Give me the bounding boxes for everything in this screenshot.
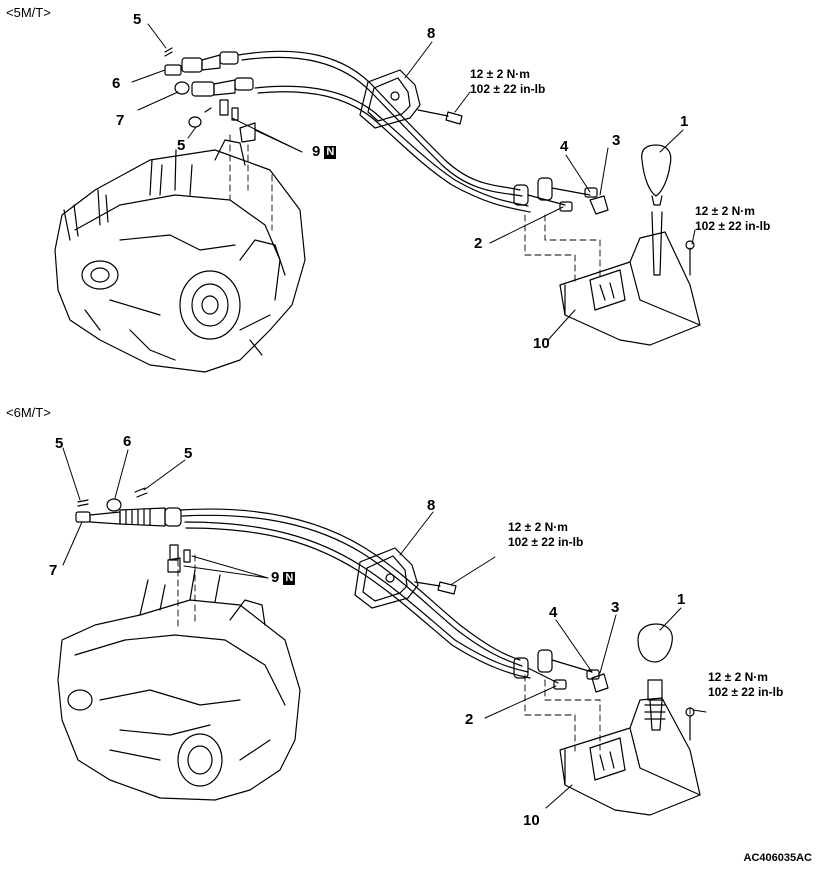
lever-cable-ends-5mt bbox=[513, 177, 609, 215]
torque-inlb-bracket-6mt: 102 ± 22 in-lb bbox=[508, 535, 584, 549]
torque-nm-lever-5mt: 12 ± 2 N·m bbox=[695, 204, 755, 218]
section-6mt-artwork bbox=[57, 487, 701, 816]
cable-ends-5mt bbox=[164, 47, 256, 143]
callout-8-5mt: 8 bbox=[427, 25, 436, 42]
callout-4-6mt: 4 bbox=[549, 604, 558, 621]
callout-6-5mt: 6 bbox=[112, 75, 121, 92]
transmission-5mt bbox=[54, 139, 306, 373]
callout-1-6mt: 1 bbox=[677, 591, 686, 608]
callout-7-5mt: 7 bbox=[116, 112, 125, 129]
callout-5-right-6mt: 5 bbox=[184, 445, 193, 462]
torque-nm-bracket-5mt: 12 ± 2 N·m bbox=[470, 67, 530, 81]
shift-cables-5mt bbox=[237, 50, 531, 213]
callout-5-upper-5mt: 5 bbox=[133, 11, 142, 28]
callout-9-number-5mt: 9 bbox=[312, 143, 321, 160]
callout-2-6mt: 2 bbox=[465, 711, 474, 728]
transmission-6mt bbox=[57, 569, 301, 801]
torque-spec-lever-6mt: 12 ± 2 N·m 102 ± 22 in-lb bbox=[708, 670, 783, 700]
section-title-6mt: <6M/T> bbox=[6, 405, 51, 420]
torque-inlb-lever-6mt: 102 ± 22 in-lb bbox=[708, 685, 784, 699]
callout-5-left-6mt: 5 bbox=[55, 435, 64, 452]
cable-ends-6mt bbox=[75, 487, 191, 573]
callout-8-6mt: 8 bbox=[427, 497, 436, 514]
callout-4-5mt: 4 bbox=[560, 138, 569, 155]
torque-spec-bracket-6mt: 12 ± 2 N·m 102 ± 22 in-lb bbox=[508, 520, 583, 550]
leader-lines bbox=[62, 23, 707, 809]
section-title-5mt: <5M/T> bbox=[6, 5, 51, 20]
lever-cable-ends-6mt bbox=[513, 649, 609, 693]
torque-nm-bracket-6mt: 12 ± 2 N·m bbox=[508, 520, 568, 534]
callout-1-5mt: 1 bbox=[680, 113, 689, 130]
torque-inlb-lever-5mt: 102 ± 22 in-lb bbox=[695, 219, 771, 233]
guide-lines-5mt bbox=[229, 134, 691, 286]
figure-code: AC406035AC bbox=[743, 852, 812, 864]
torque-spec-lever-5mt: 12 ± 2 N·m 102 ± 22 in-lb bbox=[695, 204, 770, 234]
n-mark-6mt: N bbox=[283, 572, 296, 585]
callout-10-5mt: 10 bbox=[533, 335, 550, 352]
torque-spec-bracket-5mt: 12 ± 2 N·m 102 ± 22 in-lb bbox=[470, 67, 545, 97]
callout-9-number-6mt: 9 bbox=[271, 569, 280, 586]
callout-10-6mt: 10 bbox=[523, 812, 540, 829]
guide-lines-6mt bbox=[177, 549, 691, 756]
torque-nm-lever-6mt: 12 ± 2 N·m bbox=[708, 670, 768, 684]
shift-lever-5mt bbox=[559, 144, 701, 346]
callout-7-6mt: 7 bbox=[49, 562, 58, 579]
cable-bracket-5mt bbox=[359, 69, 463, 129]
callout-3-6mt: 3 bbox=[611, 599, 620, 616]
callout-6-6mt: 6 bbox=[123, 433, 132, 450]
section-5mt-artwork bbox=[54, 47, 701, 373]
cable-bracket-6mt bbox=[354, 547, 457, 609]
callout-5-lower-5mt: 5 bbox=[177, 137, 186, 154]
callout-3-5mt: 3 bbox=[612, 132, 621, 149]
shift-lever-6mt bbox=[559, 623, 701, 816]
torque-inlb-bracket-5mt: 102 ± 22 in-lb bbox=[470, 82, 546, 96]
callout-2-5mt: 2 bbox=[474, 235, 483, 252]
n-mark-5mt: N bbox=[324, 146, 337, 159]
